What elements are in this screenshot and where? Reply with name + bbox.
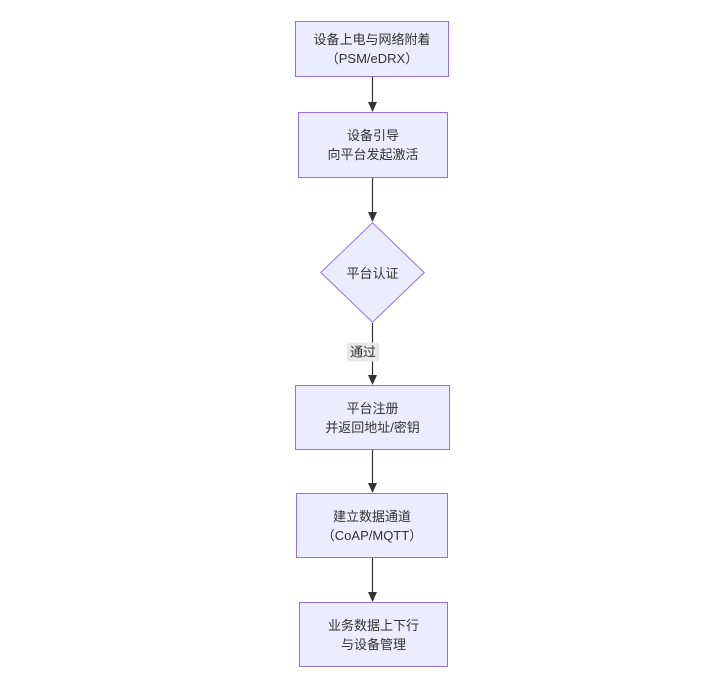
edge-label-pass: 通过 — [346, 342, 380, 362]
arrowhead-down-icon — [368, 212, 377, 222]
node-text-line: 业务数据上下行 — [327, 617, 419, 633]
node-text-line: 平台认证 — [346, 266, 399, 281]
node-data-channel: 建立数据通道 （CoAP/MQTT） — [296, 493, 448, 558]
node-text-line: 与设备管理 — [340, 636, 406, 652]
edge-register-to-channel — [368, 450, 377, 493]
node-platform-register: 平台注册 并返回地址/密钥 — [295, 385, 450, 450]
node-text-line: （CoAP/MQTT） — [321, 527, 423, 543]
diamond-shape-icon — [320, 222, 425, 323]
node-business-data: 业务数据上下行 与设备管理 — [299, 602, 448, 667]
node-device-bootstrap: 设备引导 向平台发起激活 — [298, 112, 448, 178]
node-text-line: 设备引导 — [346, 128, 399, 143]
node-text-line: 建立数据通道 — [332, 508, 411, 524]
arrowhead-down-icon — [368, 483, 377, 493]
arrowhead-down-icon — [368, 102, 377, 112]
node-text-line: 平台注册 — [346, 400, 399, 416]
edge-bootstrap-to-auth — [368, 178, 377, 222]
node-text-line: （PSM/eDRX） — [325, 51, 419, 66]
node-text-line: 向平台发起激活 — [327, 147, 419, 162]
node-text-line: 设备上电与网络附着 — [313, 32, 431, 47]
node-power-network-attach: 设备上电与网络附着 （PSM/eDRX） — [295, 21, 449, 77]
arrowhead-down-icon — [368, 375, 377, 385]
edge-power-to-bootstrap — [368, 77, 377, 112]
node-platform-auth-decision: 平台认证 — [320, 222, 425, 323]
edge-channel-to-business — [368, 558, 377, 602]
arrowhead-down-icon — [368, 592, 377, 602]
node-text-line: 并返回地址/密钥 — [325, 419, 420, 435]
